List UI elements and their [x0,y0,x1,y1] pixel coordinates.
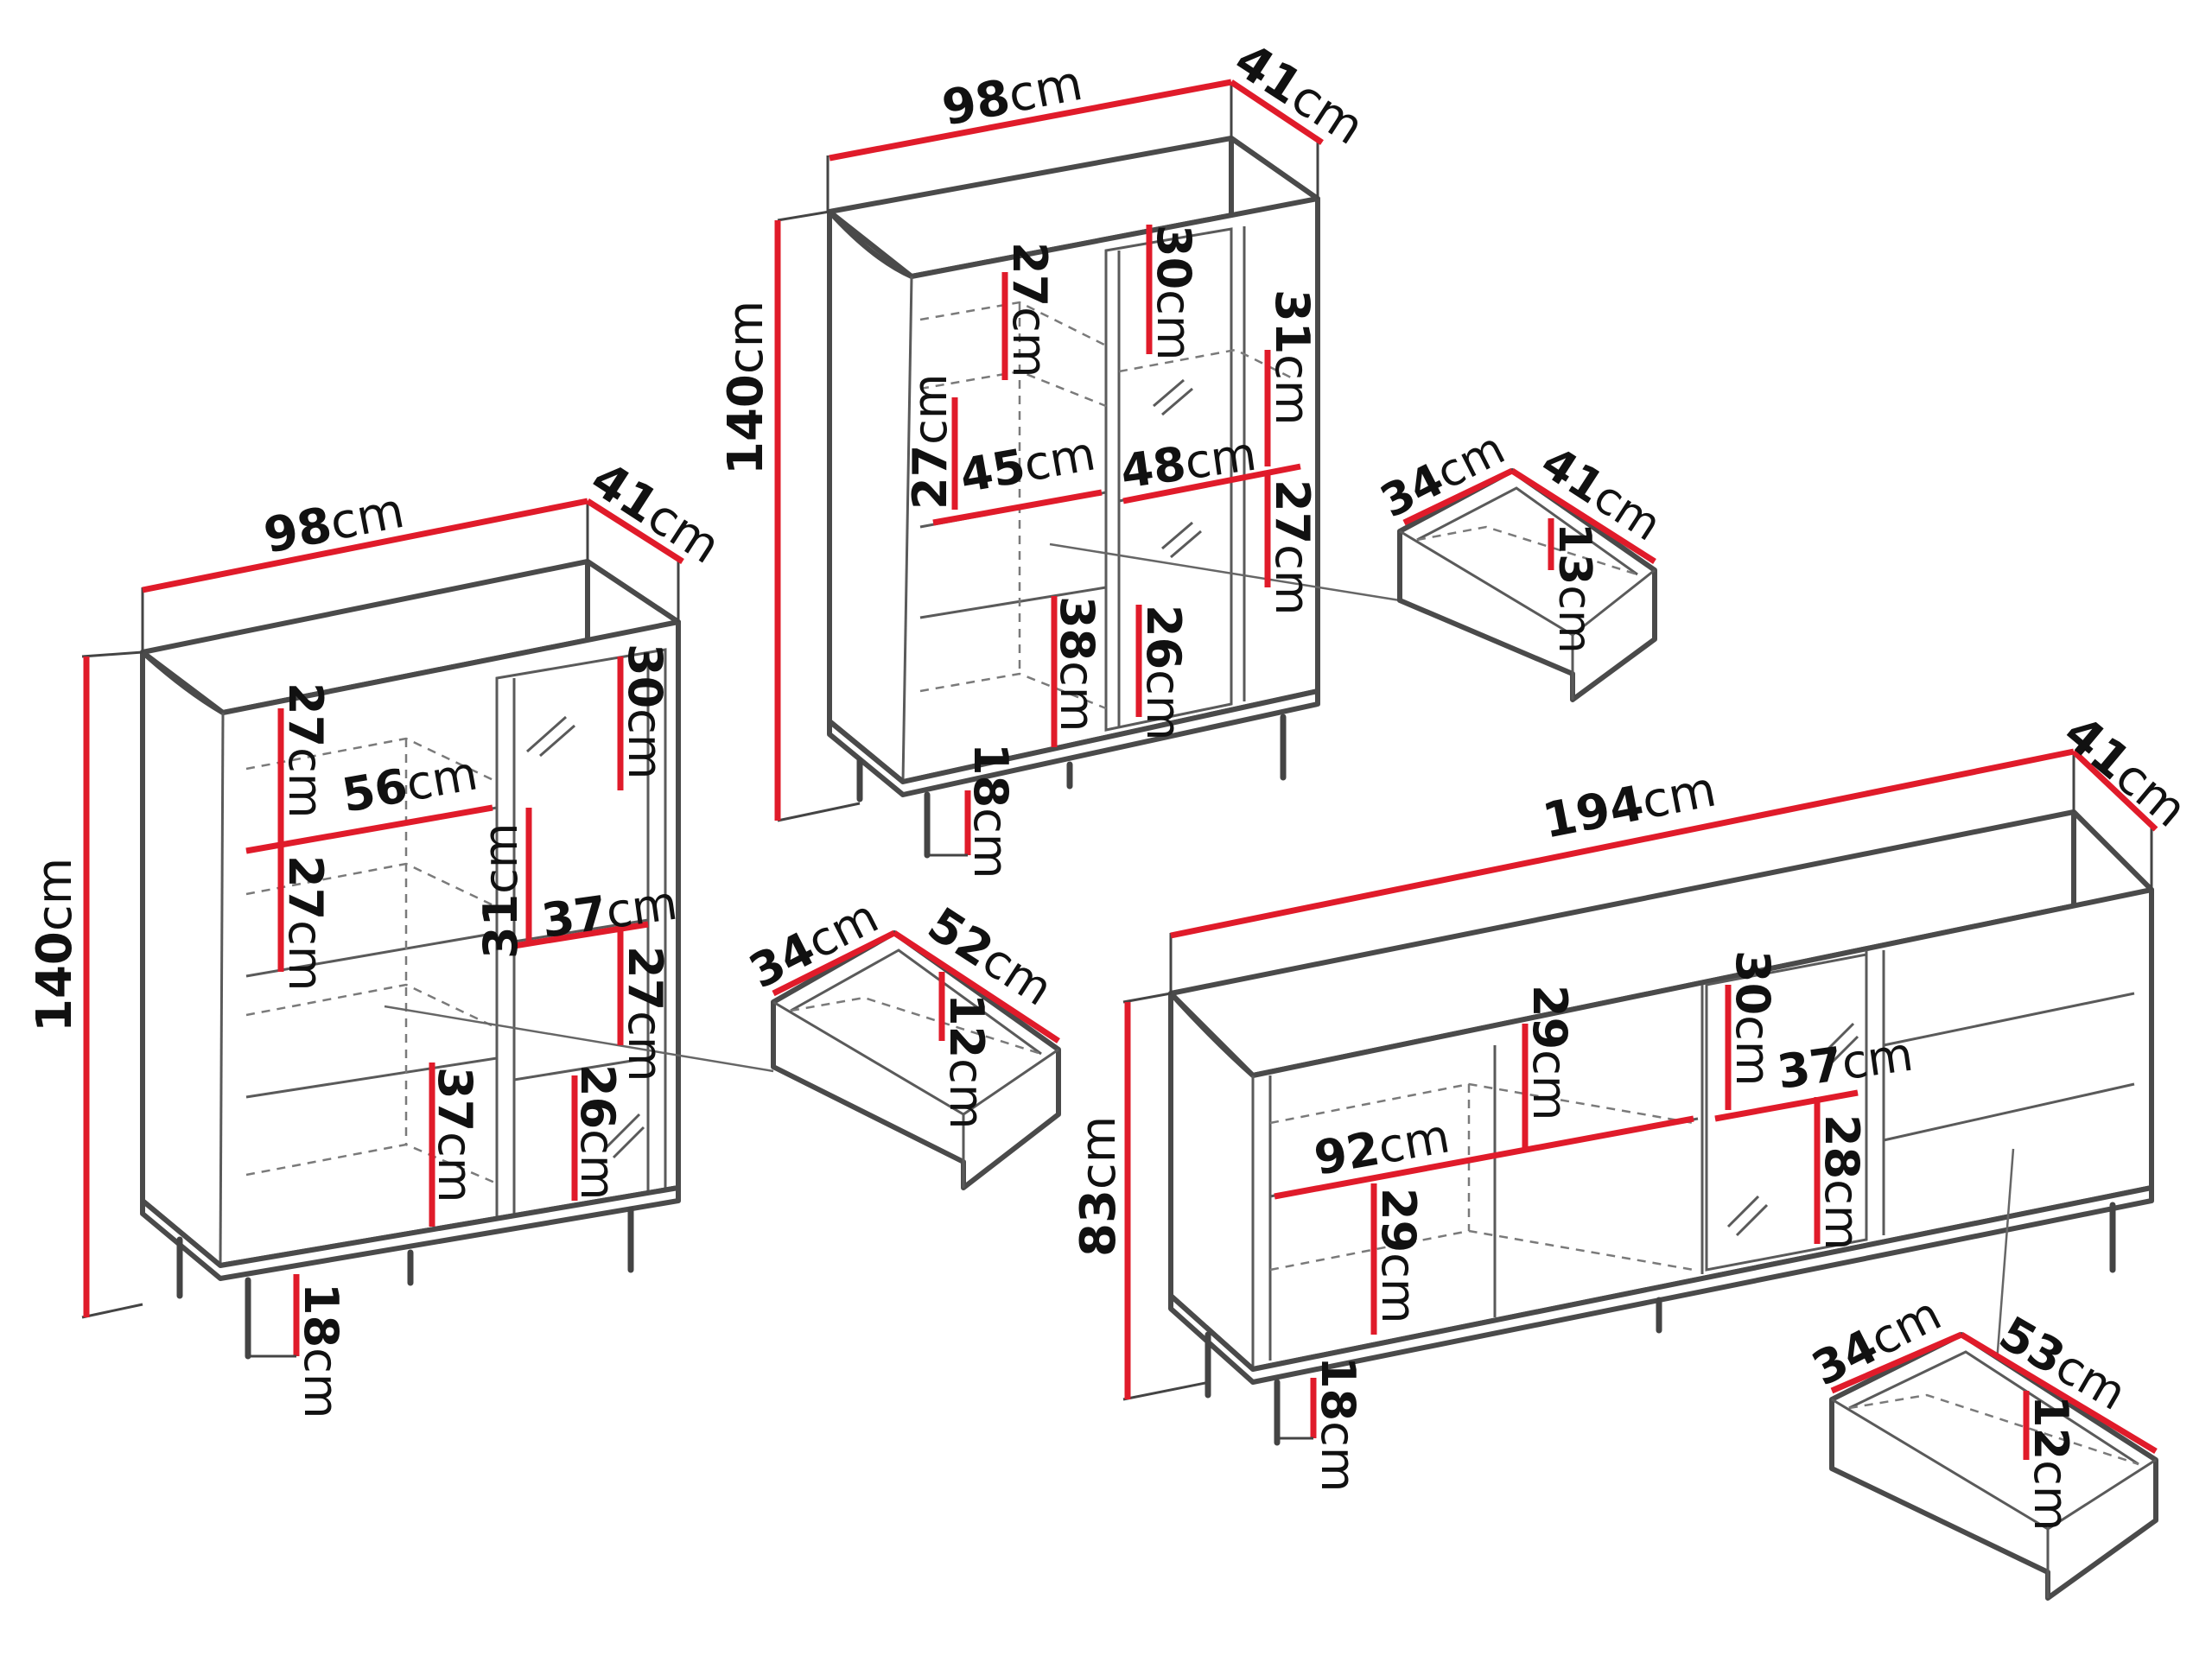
cl-shelf-top-label: 27cm [278,682,333,818]
cl-right-bottom-label: 26cm [570,1064,625,1200]
cabinet-top-dimensions [774,79,1324,857]
drawer-top: 34cm 41cm 13cm [1373,422,1670,702]
ct-width-label: 98cm [938,55,1087,137]
drawer-left: 34cm 52cm 12cm [741,889,1062,1190]
ct-shelf-width-right-label: 48cm [1117,427,1260,499]
cabinet-left-labels: 98cm 41cm 140cm 27cm 27cm 56cm 37cm 30cm… [27,451,730,1418]
ct-left-bottom-label: 38cm [1050,596,1104,732]
cl-leg-label: 18cm [294,1283,348,1418]
cl-shelf-width-left-label: 56cm [338,745,481,822]
cl-bottom-label: 37cm [428,1067,482,1202]
cabinet-top-labels: 98cm 41cm 140cm 27cm 27cm 45cm 38cm 30cm… [718,32,1374,879]
cl-shelf-width-right-label: 37cm [538,876,681,948]
ct-mid-top-label: 30cm [1147,225,1201,360]
cl-right-top-label: 30cm [618,644,672,779]
sb-mid-bottom-label: 28cm [1815,1114,1869,1250]
ct-height-label: 140cm [718,301,774,475]
sb-left-bottom-label: 29cm [1371,1188,1426,1323]
sb-leg-label: 18cm [1311,1356,1365,1492]
ds-height-label: 12cm [2024,1395,2078,1531]
cl-right-mid-label: 27cm [618,946,672,1082]
ct-mid-bottom-label: 26cm [1136,605,1191,740]
cabinet-left-dimensions [81,498,684,1358]
dt-height-label: 13cm [1548,523,1600,654]
sb-shelf-width-mid-label: 37cm [1774,1027,1916,1100]
ct-leg-label: 18cm [963,743,1018,879]
ct-left-mid-label: 27cm [903,374,957,510]
sb-height-label: 83cm [1071,1116,1127,1257]
cabinet-left [140,559,774,1360]
ct-left-top-label: 27cm [1002,242,1057,377]
ct-right-mid-label: 27cm [1265,479,1319,615]
sideboard-dimensions [1122,748,2158,1440]
drawer-sideboard: 34cm 53cm 12cm [1803,1286,2158,1601]
dl-height-label: 12cm [939,993,994,1129]
sb-shelf-width-left-label: 92cm [1310,1108,1453,1185]
sb-width-label: 194cm [1538,761,1720,849]
cl-height-label: 140cm [27,858,83,1032]
ct-right-top-label: 31cm [1265,289,1319,425]
sideboard [1168,809,2154,1446]
cl-shelf-mid-label: 27cm [278,855,333,991]
sb-mid-top-label: 30cm [1726,950,1780,1086]
cl-width-label: 98cm [259,483,409,565]
sb-left-top-label: 29cm [1522,985,1577,1120]
cl-right-divider-label: 31cm [474,823,528,959]
ct-shelf-width-left-label: 45cm [956,426,1099,503]
